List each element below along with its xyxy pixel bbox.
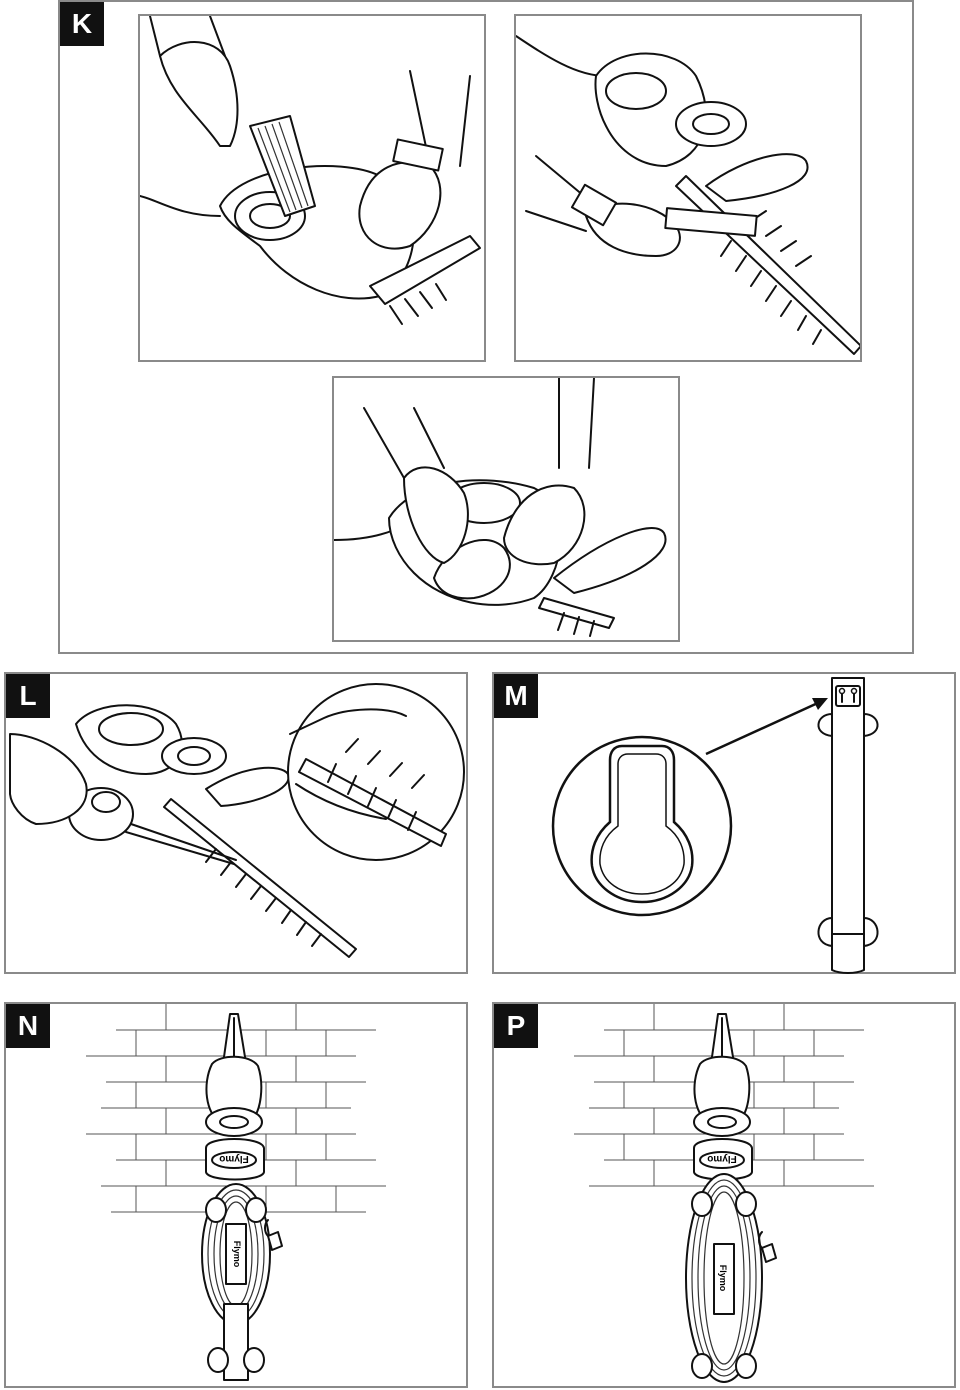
panel-k-label: K bbox=[60, 2, 104, 46]
storage-wall-mount-drawing: Flymo Flymo bbox=[574, 1004, 874, 1383]
illustration-k-blade-oil bbox=[514, 14, 862, 362]
brush-cleaning-drawing bbox=[140, 16, 481, 325]
magnifier-circle bbox=[551, 735, 733, 917]
arrow-head-icon bbox=[812, 698, 828, 710]
wipe-body-drawing bbox=[334, 378, 667, 637]
panel-p: P Flymo Flymo bbox=[492, 1002, 956, 1388]
panel-l-label: L bbox=[6, 674, 50, 718]
panel-k: K bbox=[58, 0, 914, 654]
panel-m: M bbox=[492, 672, 956, 974]
lubrication-drawing bbox=[9, 683, 465, 958]
keyhole-icon bbox=[590, 744, 694, 904]
brand-logo-p-top: Flymo bbox=[707, 1153, 736, 1164]
panel-n: N Flymo Flymo bbox=[4, 1002, 468, 1388]
panel-l: L bbox=[4, 672, 468, 974]
wall-bracket bbox=[831, 677, 865, 974]
panel-m-label: M bbox=[494, 674, 538, 718]
illustration-k-brush-clean bbox=[138, 14, 486, 362]
storage-with-cable-drawing: Flymo Flymo bbox=[86, 1004, 386, 1381]
panel-n-label: N bbox=[6, 1004, 50, 1048]
brand-logo-p-bottom: Flymo bbox=[718, 1265, 728, 1292]
brand-logo-n-bottom: Flymo bbox=[232, 1241, 242, 1268]
brand-logo-n-top: Flymo bbox=[219, 1153, 248, 1164]
trimmer-on-bracket: Flymo Flymo bbox=[685, 1013, 777, 1383]
trimmer-hanging: Flymo Flymo bbox=[201, 1013, 283, 1381]
blade-oil-drawing bbox=[516, 35, 860, 355]
illustration-k-wipe-body bbox=[332, 376, 680, 642]
panel-p-label: P bbox=[494, 1004, 538, 1048]
keyhole-mount-drawing bbox=[551, 677, 879, 974]
